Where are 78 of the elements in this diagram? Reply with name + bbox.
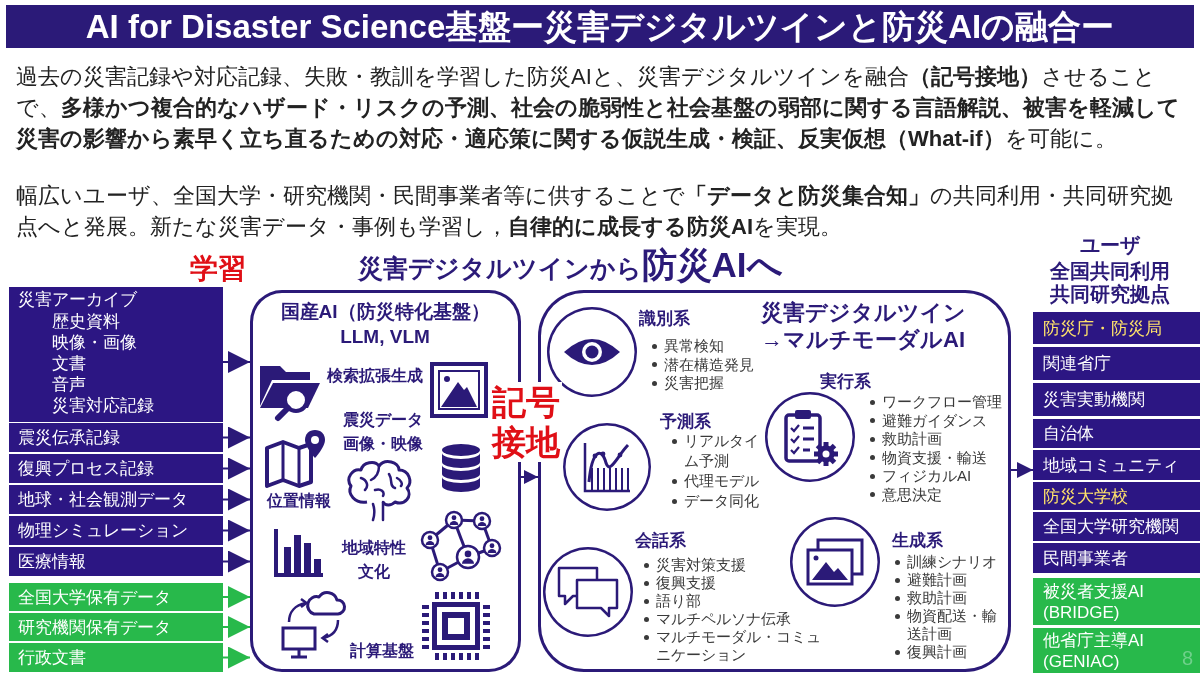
bullet-item: 復興計画	[907, 643, 967, 661]
group-heading: 会話系	[635, 530, 686, 550]
data-source-box	[9, 287, 223, 422]
icon-caption: 震災データ画像・映像	[342, 410, 424, 454]
bullet-item: 救助計画	[882, 430, 942, 449]
user-box: 自治体	[1033, 419, 1200, 448]
icon-caption: 位置情報	[267, 491, 331, 511]
icon-caption: 検索拡張生成	[327, 366, 423, 386]
source-item: 歴史資料	[52, 311, 120, 332]
linked-ai-box: 被災者支援AI (BRIDGE)	[1033, 578, 1200, 625]
bullet-item: データ同化	[684, 491, 759, 511]
bullet-item: 潜在構造発見	[664, 355, 754, 374]
bullet-item: 語り部	[656, 592, 701, 610]
panel-heading: 災害デジタルツイン→マルチモーダルAI	[759, 299, 967, 353]
page-number: 8	[1182, 646, 1194, 670]
arrow	[520, 470, 539, 484]
arrow	[222, 550, 251, 573]
data-source-box: 復興プロセス記録	[9, 454, 223, 483]
source-item: 映像・画像	[52, 332, 137, 353]
column-heading: 全国共同利用	[1050, 259, 1170, 283]
section-heading: 災害デジタルツインから防災AIへ	[357, 244, 783, 286]
arrow	[222, 426, 251, 449]
group-heading: 実行系	[820, 371, 871, 391]
edge-label: 記号接地	[490, 382, 562, 462]
bullet-item: ワークフロー管理	[882, 393, 1002, 412]
model-label: LLM, VLM	[340, 325, 430, 349]
callout-label: 学習	[190, 252, 246, 286]
arrow	[222, 616, 251, 638]
bullet-item: 異常検知	[664, 337, 724, 356]
bullet-item: マルチモーダル・コミュニケーション	[656, 628, 822, 664]
source-item: 災害対応記録	[52, 395, 154, 416]
icon-caption: 地域特性文化	[340, 538, 407, 582]
bullet-item: 災害対策支援	[656, 556, 746, 574]
data-source-box: 行政文書	[9, 643, 223, 672]
bullet-item: 訓練シナリオ	[907, 553, 997, 571]
group-heading: 予測系	[660, 411, 711, 431]
user-box: 災害実動機関	[1033, 383, 1200, 416]
source-item: 文書	[52, 353, 86, 374]
arrow	[222, 488, 251, 511]
arrow	[222, 586, 251, 608]
arrow	[222, 457, 251, 480]
data-source-box: 研究機関保有データ	[9, 613, 223, 641]
bullet-item: 避難計画	[907, 571, 967, 589]
column-heading: 共同研究拠点	[1050, 282, 1170, 306]
bullet-item: 意思決定	[882, 485, 942, 504]
icon-caption: 計算基盤	[350, 641, 414, 661]
user-box: 関連省庁	[1033, 347, 1200, 380]
user-box: 防災大学校	[1033, 482, 1200, 510]
title-bar: AI for Disaster Science基盤ー災害デジタルツインと防災AIの融合ー	[6, 5, 1194, 48]
arrow	[1010, 462, 1034, 478]
bullet-item: 災害把握	[664, 374, 724, 393]
data-source-box: 医療情報	[9, 547, 223, 576]
user-box: 全国大学研究機関	[1033, 512, 1200, 541]
group-heading: 生成系	[892, 530, 943, 550]
panel-heading: 国産AI（防災特化基盤）	[280, 300, 490, 324]
arrow	[222, 519, 251, 542]
bullet-item: 代理モデル	[684, 471, 759, 491]
data-source-box: 震災伝承記録	[9, 423, 223, 452]
user-box: 民間事業者	[1033, 543, 1200, 573]
paragraph: 過去の災害記録や対応記録、失敗・教訓を学習した防災AIと、災害デジタルツインを融合（記号接地）させることで、多様かつ複合的なハザード・リスクの予測、社会の脆弱性と社会基盤の弱部に関する言語解説、被害を軽減して災害の影響から素早く立ち直るための対応・適応策に関する仮説生成・検証、反実仮想（What-if）を可能に。	[16, 63, 1181, 153]
user-box: 防災庁・防災局	[1033, 312, 1200, 344]
bullet-item: マルチペルソナ伝承	[656, 610, 791, 628]
bullet-item: 物資配送・輸送計画	[907, 607, 998, 643]
source-heading: 災害アーカイブ	[18, 289, 137, 310]
bullet-item: 救助計画	[907, 589, 967, 607]
user-box: 地域コミュニティ	[1033, 450, 1200, 480]
arrow	[222, 351, 251, 373]
bullet-item: 復興支援	[656, 574, 716, 592]
bullet-item: 避難ガイダンス	[882, 411, 987, 430]
data-source-box: 物理シミュレーション	[9, 516, 223, 545]
data-source-box: 全国大学保有データ	[9, 583, 223, 611]
bullet-item: フィジカルAI	[882, 467, 972, 486]
bullet-item: 物資支援・輸送	[882, 448, 987, 467]
data-source-box: 地球・社会観測データ	[9, 485, 223, 514]
group-heading: 識別系	[639, 308, 690, 328]
bullet-item: リアルタイム予測	[684, 431, 760, 471]
source-item: 音声	[52, 374, 86, 395]
arrow	[222, 646, 251, 669]
